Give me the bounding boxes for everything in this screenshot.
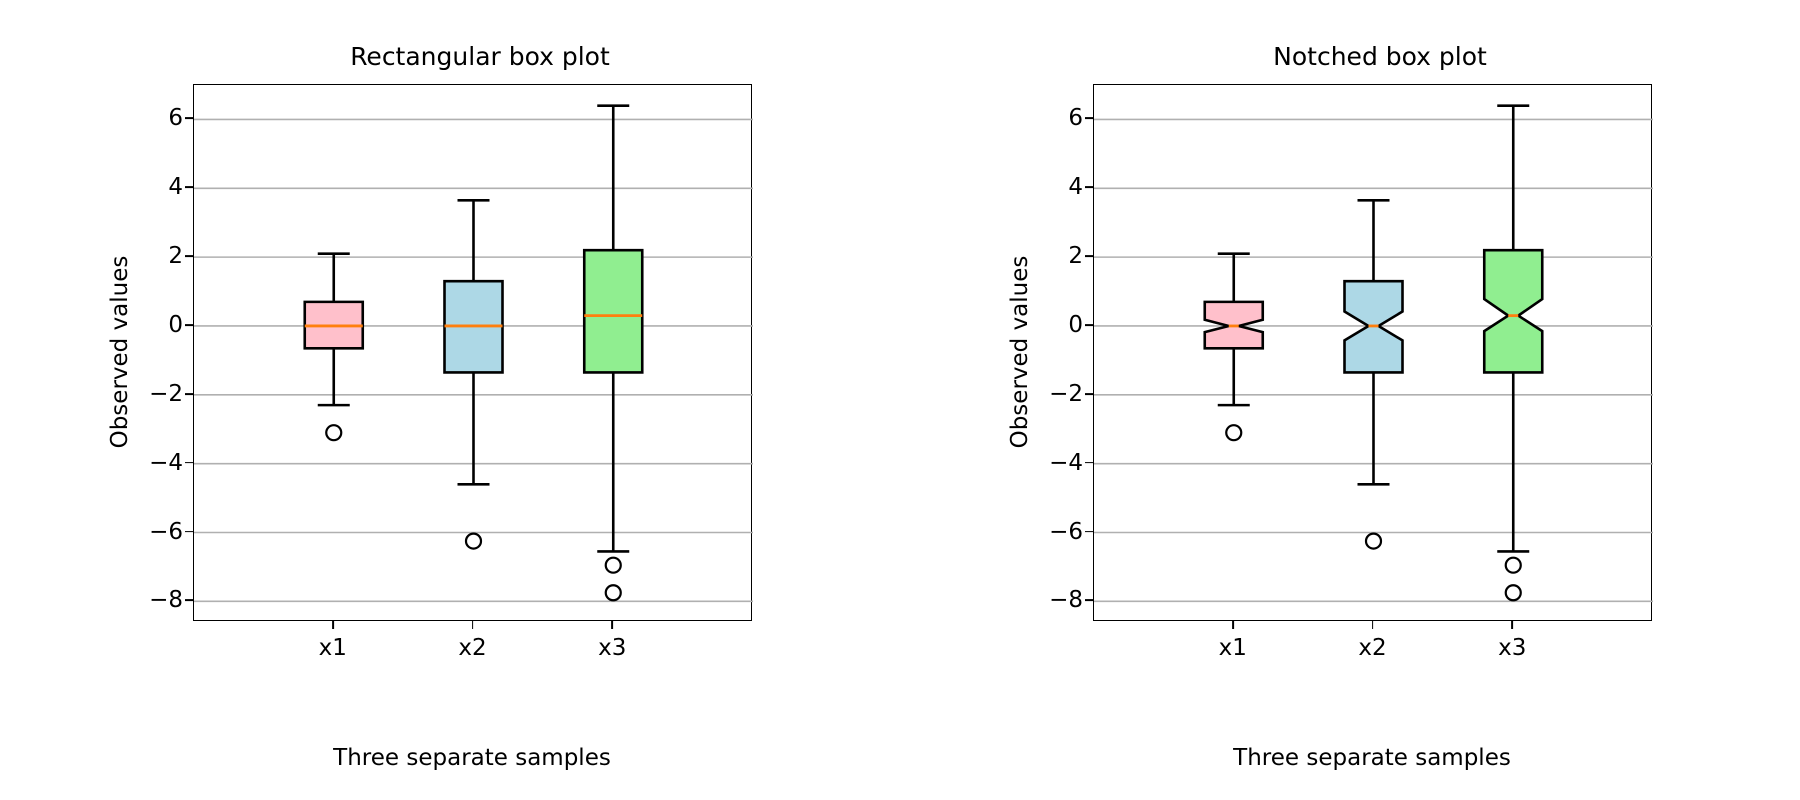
panel-title: Rectangular box plot [350, 42, 610, 71]
x-tick-label-x1: x1 [318, 635, 347, 661]
boxplot-group-x2 [1343, 199, 1404, 550]
plot-area [1093, 84, 1653, 621]
y-tick-label: 4 [1068, 174, 1083, 201]
y-tick-mark [1085, 461, 1093, 464]
outlier-point [604, 556, 622, 574]
boxplot-group-x3 [1482, 104, 1544, 602]
y-tick-mark [185, 599, 193, 602]
y-tick-mark [1085, 255, 1093, 258]
y-tick-mark [185, 324, 193, 326]
box-body [1482, 248, 1544, 374]
y-tick-mark [185, 530, 193, 533]
x-tick-mark [611, 621, 614, 629]
x-axis-label: Three separate samples [1233, 745, 1511, 771]
y-tick-label: −8 [1049, 587, 1083, 614]
y-tick-mark [1085, 392, 1093, 395]
y-tick-label: 0 [168, 311, 183, 338]
y-tick-label: 6 [1068, 105, 1083, 132]
box-body [582, 248, 644, 374]
y-tick-mark [1085, 324, 1093, 326]
x-tick-label-x3: x3 [598, 635, 627, 661]
outlier-point [1225, 424, 1243, 442]
y-tick-label: 0 [1068, 311, 1083, 338]
x-tick-mark [1371, 621, 1374, 629]
x-tick-label-x1: x1 [1218, 635, 1247, 661]
boxplot-group-x1 [303, 252, 365, 442]
y-tick-mark [185, 461, 193, 464]
x-tick-mark [471, 621, 474, 629]
y-tick-mark [185, 186, 193, 189]
y-tick-label: −4 [149, 449, 183, 476]
y-tick-label: −8 [149, 587, 183, 614]
panel-rectangular-box-plot: Rectangular box plot Observed values Thr… [107, 42, 753, 771]
boxplot-group-x2 [443, 199, 504, 550]
y-tick-mark [1085, 599, 1093, 602]
outlier-point [604, 584, 622, 602]
panel-title: Notched box plot [1273, 42, 1487, 71]
x-tick-mark [1231, 621, 1234, 629]
y-axis-label: Observed values [1007, 255, 1033, 449]
y-tick-label: −2 [1049, 380, 1083, 407]
boxplot-canvas [1094, 104, 1653, 603]
x-tick-mark [1511, 621, 1514, 629]
y-tick-label: −2 [149, 380, 183, 407]
x-tick-label-x2: x2 [458, 635, 487, 661]
y-tick-label: 4 [168, 174, 183, 201]
y-tick-label: −6 [149, 518, 183, 545]
outlier-point [1504, 584, 1522, 602]
y-tick-label: 2 [1068, 243, 1083, 270]
outlier-point [325, 424, 343, 442]
boxplot-group-x3 [582, 104, 644, 602]
y-tick-label: 2 [168, 243, 183, 270]
x-tick-mark [331, 621, 334, 629]
y-tick-mark [185, 117, 193, 120]
y-tick-mark [185, 392, 193, 395]
y-tick-mark [1085, 117, 1093, 120]
outlier-point [1504, 556, 1522, 574]
boxplot-canvas [194, 104, 753, 603]
y-axis-label: Observed values [107, 255, 133, 449]
y-tick-label: 6 [168, 105, 183, 132]
y-tick-label: −4 [1049, 449, 1083, 476]
outlier-point [464, 532, 483, 550]
y-tick-mark [185, 255, 193, 258]
panel-notched-box-plot: Notched box plot Observed values Three s… [900, 0, 1800, 800]
x-axis-label: Three separate samples [333, 745, 611, 771]
y-tick-mark [1085, 186, 1093, 189]
y-tick-label: −6 [1049, 518, 1083, 545]
outlier-point [1364, 532, 1383, 550]
boxplot-group-x1 [1203, 252, 1265, 442]
x-tick-label-x2: x2 [1358, 635, 1387, 661]
plot-area [193, 84, 753, 621]
y-tick-mark [1085, 530, 1093, 533]
x-tick-label-x3: x3 [1498, 635, 1527, 661]
